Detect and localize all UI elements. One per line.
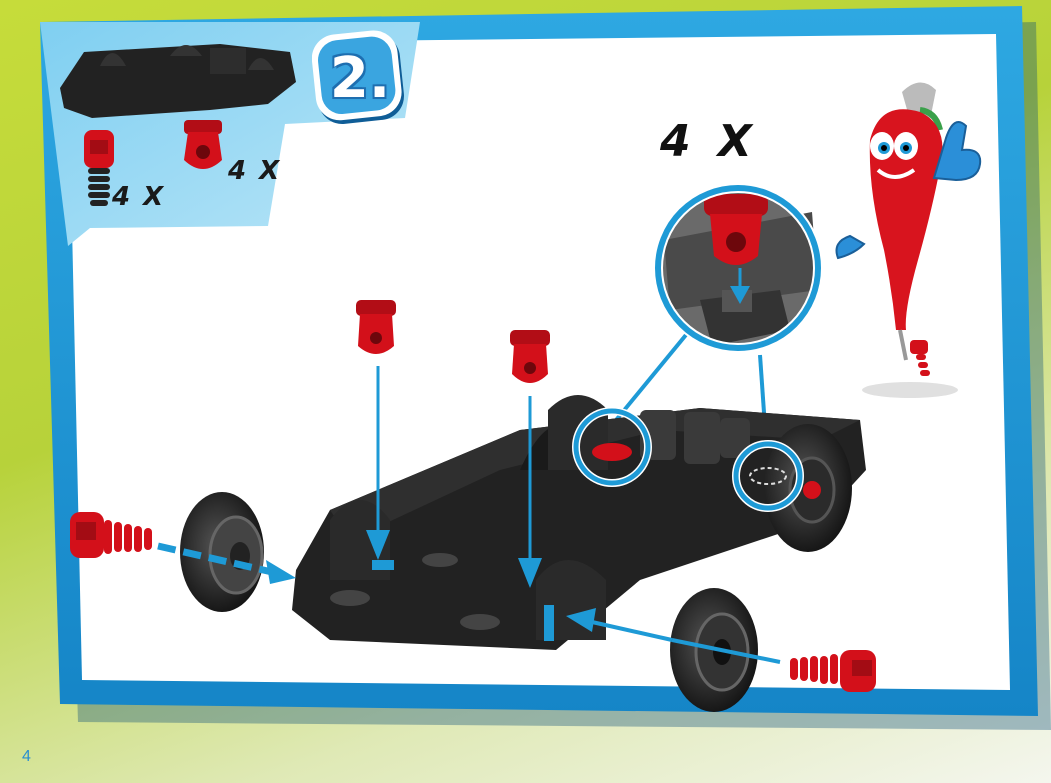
- pin-arrow-left: [366, 366, 390, 560]
- axle-pin-right: [510, 330, 550, 383]
- axle-screw-left: [70, 512, 152, 558]
- axle-pin-left: [356, 300, 396, 354]
- magnified-detail: [658, 188, 818, 348]
- axle-screw-right: [790, 650, 876, 692]
- mascot-chili-screwdriver: [837, 82, 981, 398]
- page-number: 4: [22, 748, 31, 766]
